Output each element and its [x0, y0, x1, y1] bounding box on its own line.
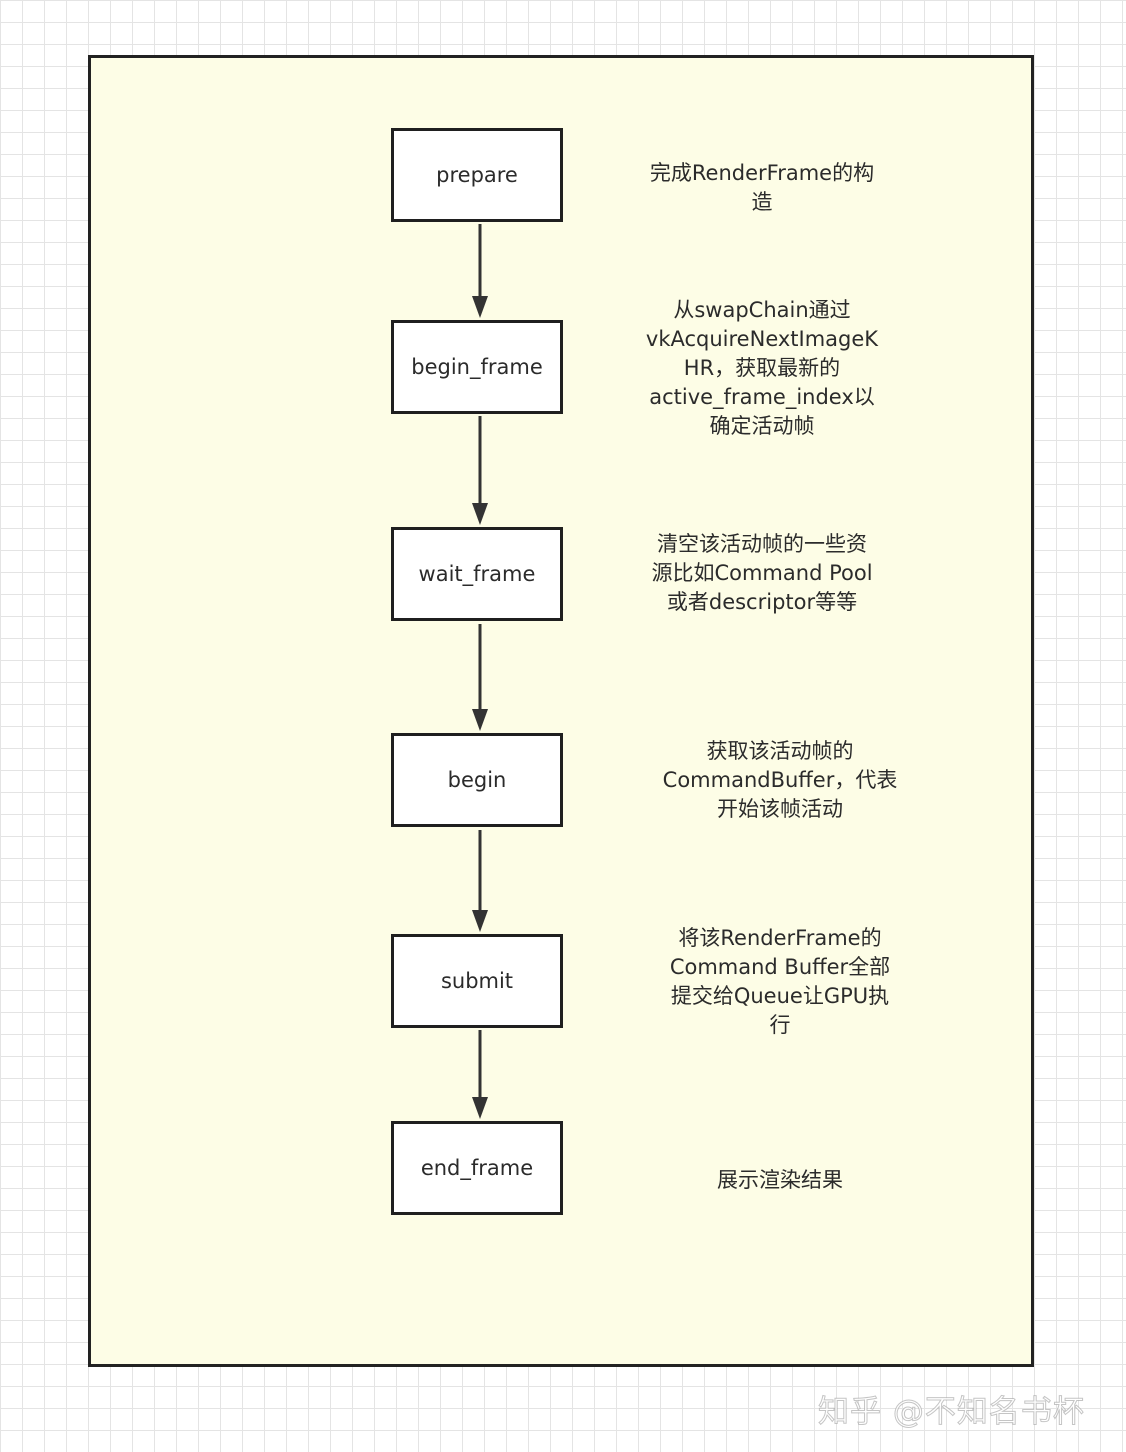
step-label: begin_frame	[411, 355, 543, 379]
note-wait-frame: 清空该活动帧的一些资 源比如Command Pool 或者descriptor等…	[630, 530, 894, 617]
watermark: 知乎 @不知名书杯	[818, 1394, 1085, 1431]
note-line: CommandBuffer，代表	[662, 768, 898, 792]
step-box-prepare: prepare	[391, 128, 563, 222]
arrow-begin-to-submit-head	[472, 910, 488, 932]
step-label: prepare	[436, 163, 518, 187]
step-box-begin-frame: begin_frame	[391, 320, 563, 414]
step-box-wait-frame: wait_frame	[391, 527, 563, 621]
note-line: 行	[769, 1013, 791, 1037]
note-line: 造	[751, 190, 773, 214]
note-line: 源比如Command Pool	[651, 561, 873, 585]
note-line: 提交给Queue让GPU执	[670, 984, 890, 1008]
note-line: 获取该活动帧的	[706, 739, 854, 763]
arrow-submit-to-end-frame-head	[472, 1097, 488, 1119]
note-begin: 获取该活动帧的 CommandBuffer，代表 开始该帧活动	[640, 737, 920, 824]
note-line: Command Buffer全部	[669, 955, 891, 979]
note-submit: 将该RenderFrame的 Command Buffer全部 提交给Queue…	[645, 924, 915, 1040]
note-line: active_frame_index以	[649, 385, 875, 409]
step-box-submit: submit	[391, 934, 563, 1028]
step-label: begin	[447, 768, 507, 792]
step-box-end-frame: end_frame	[391, 1121, 563, 1215]
note-line: HR，获取最新的	[683, 356, 841, 380]
note-line: 从swapChain通过	[673, 298, 851, 322]
note-line: 完成RenderFrame的构	[649, 161, 875, 185]
note-line: vkAcquireNextImageK	[645, 327, 879, 351]
note-line: 将该RenderFrame的	[678, 926, 882, 950]
note-prepare: 完成RenderFrame的构 造	[630, 159, 894, 217]
step-label: submit	[440, 969, 514, 993]
note-begin-frame: 从swapChain通过 vkAcquireNextImageK HR，获取最新…	[630, 296, 894, 441]
note-line: 开始该帧活动	[717, 797, 843, 821]
arrow-wait-frame-to-begin-head	[472, 709, 488, 731]
note-line: 或者descriptor等等	[666, 590, 858, 614]
note-line: 清空该活动帧的一些资	[657, 532, 867, 556]
arrow-begin-frame-to-wait-frame-head	[472, 503, 488, 525]
note-line: 展示渲染结果	[717, 1168, 843, 1192]
arrow-prepare-to-begin-frame-head	[472, 296, 488, 318]
step-label: wait_frame	[418, 562, 536, 586]
note-line: 确定活动帧	[709, 414, 815, 438]
step-label: end_frame	[420, 1156, 534, 1180]
step-box-begin: begin	[391, 733, 563, 827]
note-end-frame: 展示渲染结果	[645, 1166, 915, 1195]
